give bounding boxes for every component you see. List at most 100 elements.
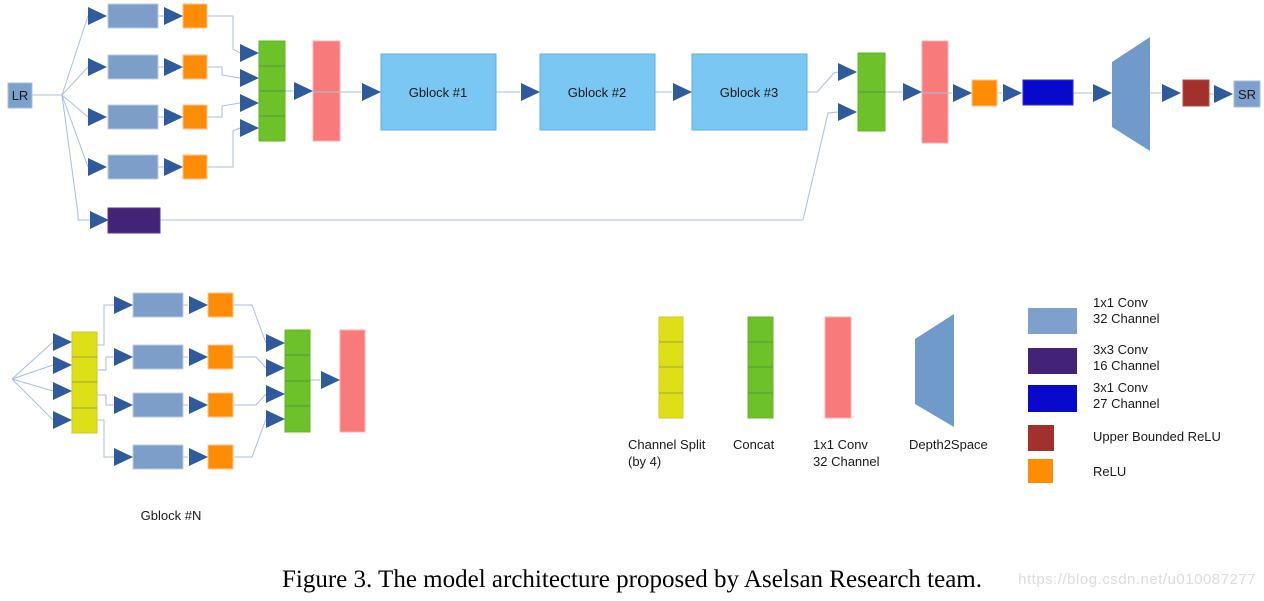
flow-arrow [53, 333, 72, 351]
connector-line [207, 66, 241, 79]
conv1x1-32-block [132, 292, 184, 318]
connector-line [233, 356, 267, 369]
flow-arrow [53, 356, 72, 374]
channel-split-block [71, 331, 98, 434]
skip-connection-line [160, 111, 839, 221]
upper-bounded-relu-block [1182, 79, 1210, 107]
flow-arrow [1162, 84, 1181, 102]
legend-depth2space-label: Depth2Space [909, 437, 988, 452]
sr-label: SR [1238, 87, 1256, 102]
relu-block [971, 79, 998, 107]
connector-line [97, 419, 114, 458]
legend-conv1x1-label-line1: 1x1 Conv [813, 437, 868, 452]
flow-arrow [1214, 85, 1233, 103]
flow-arrow [164, 58, 183, 76]
flow-arrow [266, 385, 285, 403]
legend-concat-label: Concat [733, 437, 775, 452]
connector-line [11, 341, 54, 380]
flow-arrow [321, 371, 340, 389]
concat-block [284, 329, 311, 433]
connector-line [97, 356, 114, 371]
legend-upper-bounded-relu-label: Upper Bounded ReLU [1093, 429, 1221, 444]
legend-conv3x1-swatch-label-line2: 27 Channel [1093, 396, 1160, 411]
conv3x3-16-block [107, 207, 161, 234]
flow-arrow [88, 7, 107, 25]
gblock-n-label: Gblock #N [141, 508, 202, 523]
legend-depth2space-shape [915, 314, 954, 427]
figure-caption: Figure 3. The model architecture propose… [0, 566, 1264, 601]
connector-line [61, 94, 90, 221]
legend-conv1x1-label-line2: 32 Channel [813, 454, 880, 469]
legend-channel-split-label-line2: (by 4) [628, 454, 661, 469]
flow-arrow [88, 108, 107, 126]
flow-arrow [266, 410, 285, 428]
connector-line [61, 94, 89, 168]
flow-arrow [53, 411, 72, 429]
legend-relu-label: ReLU [1093, 464, 1126, 479]
flow-arrow [189, 396, 208, 414]
relu-block [207, 392, 234, 418]
legend-conv1x1-swatch-label-line1: 1x1 Conv [1093, 295, 1148, 310]
architecture-diagram-canvas: LR SR Gblock #1 Gblock #2 Gblock #3 Gblo… [7, 3, 1261, 523]
flow-arrow [88, 58, 107, 76]
sr-output-box [1233, 80, 1261, 108]
csdn-watermark: https://blog.csdn.net/u010087277 [1018, 571, 1256, 588]
flow-arrow [240, 69, 259, 87]
flow-arrow [189, 348, 208, 366]
legend-conv1x1-pink-shape [824, 316, 852, 419]
flow-arrow [189, 296, 208, 314]
gblock-2-label: Gblock #2 [568, 85, 627, 100]
flow-arrow [88, 158, 107, 176]
flow-arrow [240, 94, 259, 112]
flow-arrow [164, 108, 183, 126]
legend-swatch-upper-bounded-relu [1028, 425, 1054, 451]
conv1x1-32-pink-block [921, 40, 949, 144]
connector-line [61, 94, 89, 118]
legend-channel-split-label-line1: Channel Split [628, 437, 706, 452]
connector-line [61, 66, 89, 96]
relu-block [207, 444, 234, 470]
connector-line [233, 418, 267, 458]
lr-label: LR [12, 88, 29, 103]
gblock-3-box [691, 53, 808, 131]
flow-arrow [266, 359, 285, 377]
legend-conv3x1-swatch-label-line1: 3x1 Conv [1093, 380, 1148, 395]
connector-line [97, 394, 114, 406]
legend-swatch-conv3x1 [1028, 385, 1077, 412]
connector-line [807, 71, 839, 93]
relu-block [182, 104, 208, 130]
flow-arrow [362, 83, 381, 101]
flow-arrow [114, 448, 133, 466]
conv1x1-32-pink-block [312, 40, 341, 142]
flow-arrow [903, 83, 922, 101]
conv1x1-32-block [107, 54, 159, 80]
relu-block [182, 3, 208, 29]
flow-arrow [114, 296, 133, 314]
connector-line [97, 304, 114, 346]
legend-concat-shape [747, 316, 774, 419]
flow-arrow [1003, 84, 1022, 102]
flow-arrow [189, 448, 208, 466]
conv3x1-27-block [1022, 79, 1074, 106]
connector-line [11, 378, 54, 421]
legend-swatch-conv3x3 [1028, 348, 1077, 374]
connector-line [233, 393, 267, 406]
legend-swatch-conv1x1 [1028, 308, 1077, 334]
flow-arrow [953, 84, 972, 102]
flow-arrow [294, 82, 313, 100]
connector-line [207, 102, 241, 118]
flow-arrow [240, 44, 259, 62]
lr-input-box [7, 82, 33, 109]
figure-caption-text: Figure 3. The model architecture propose… [281, 566, 983, 593]
depth2space-trapezoid [1112, 37, 1150, 151]
connector-line [207, 127, 241, 168]
conv1x1-32-block [107, 104, 159, 130]
connector-line [207, 15, 241, 54]
relu-block [207, 344, 234, 370]
concat-block [857, 52, 886, 132]
legend-conv3x3-swatch-label-line1: 3x3 Conv [1093, 342, 1148, 357]
conv1x1-32-block [107, 3, 159, 29]
legend-channel-split-shape [658, 316, 684, 419]
concat-block [258, 40, 286, 142]
